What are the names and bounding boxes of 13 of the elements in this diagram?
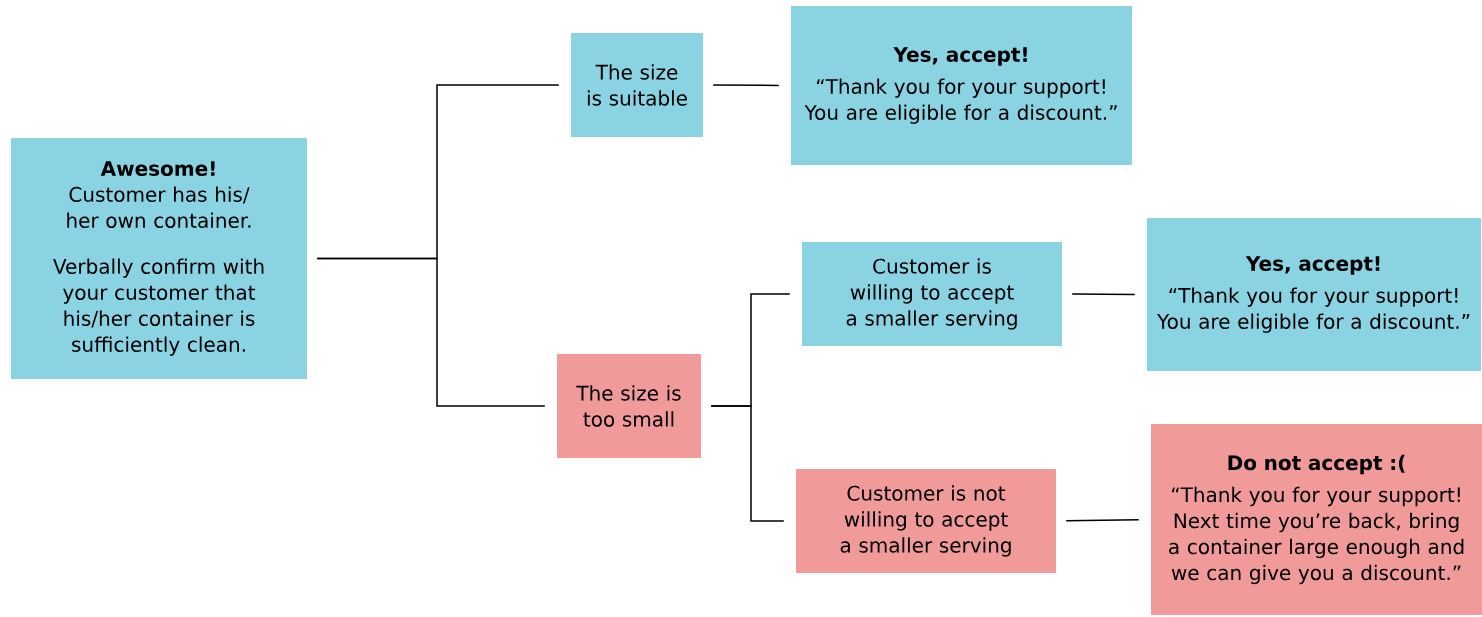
connector-line — [712, 84, 780, 87]
condition-box: The size is suitable — [571, 33, 703, 137]
connector-line — [1065, 518, 1140, 522]
outcome-box: Awesome! Customer has his/ her own container. Verbally confirm with your customer that his/her container is sufficiently clean. — [11, 138, 307, 379]
outcome-box: Do not accept :( “Thank you for your support! Next time you’re back, bring a container large enough and we can give you a discount.” — [1151, 424, 1482, 615]
condition-box: Customer is not willing to accept a smaller serving — [796, 469, 1056, 573]
connector-line — [1071, 293, 1136, 296]
connector-line — [316, 257, 546, 407]
connector-line — [710, 405, 785, 522]
condition-box: The size is too small — [557, 354, 701, 458]
outcome-box: Yes, accept! “Thank you for your support! You are eligible for a discount.” — [1147, 218, 1481, 371]
outcome-box: Yes, accept! “Thank you for your support! You are eligible for a discount.” — [791, 6, 1132, 165]
condition-box: Customer is willing to accept a smaller serving — [802, 242, 1062, 346]
